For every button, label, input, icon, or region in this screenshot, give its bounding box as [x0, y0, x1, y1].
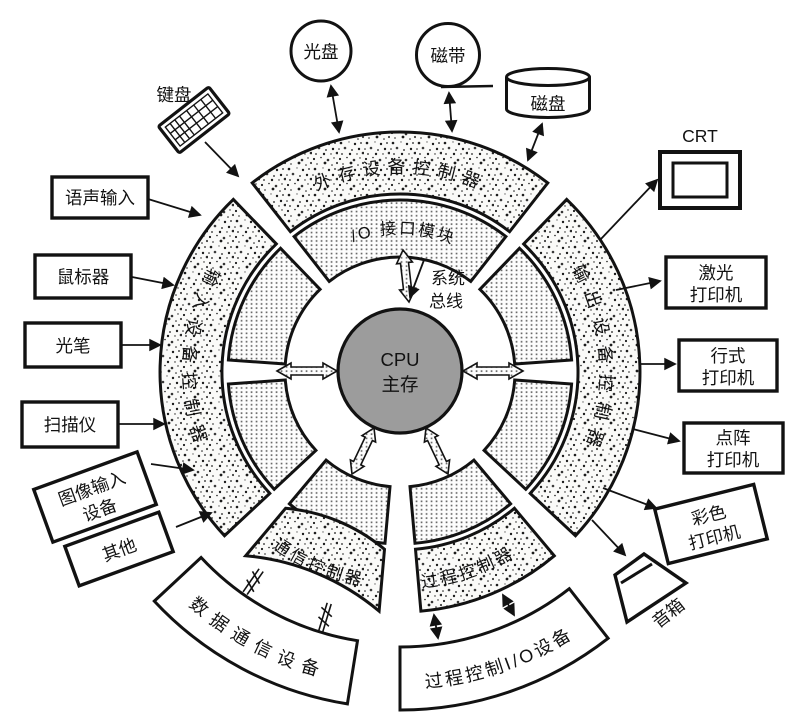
dot-matrix-label-line2: 打印机	[707, 450, 760, 470]
io-interface-ring	[226, 198, 574, 545]
lightpen-box	[23, 321, 123, 369]
mouse-label: 鼠标器	[57, 267, 110, 287]
controller-ring	[158, 130, 642, 615]
optical-disc-icon	[289, 19, 353, 83]
color-printer-arrow	[602, 487, 658, 511]
tape-label: 磁带	[431, 46, 466, 66]
process-io-arrow-right	[502, 593, 515, 617]
image-input-arrow	[150, 462, 195, 475]
io-segment-left-lower	[226, 378, 319, 492]
system-bus-leader-arrow	[407, 259, 425, 299]
disk-device: 磁盘	[505, 67, 591, 119]
comm-line-tick	[317, 616, 330, 627]
voice-input-label: 语声输入	[65, 188, 135, 208]
comm-line-tick	[251, 571, 261, 584]
comm-line	[242, 568, 260, 593]
disk-arrow	[526, 122, 544, 162]
scanner-box	[20, 400, 120, 449]
process-io-band	[398, 586, 611, 712]
output-device-boxes: CRT 激光 打印机 行式 打印机 点阵 打印机 彩色 打印机 音箱	[613, 126, 785, 632]
storage-controller-band	[250, 130, 550, 234]
io-segment-right-lower	[481, 378, 574, 492]
voice-input-box	[50, 175, 150, 220]
comm-controller-band	[242, 506, 387, 615]
speaker-horn-icon	[613, 551, 690, 625]
connection-arrows	[119, 84, 681, 640]
output-controller-band	[521, 197, 642, 538]
tape-line	[440, 84, 494, 89]
process-controller-band	[413, 506, 557, 613]
input-controller-band	[158, 197, 279, 538]
comm-lines	[242, 568, 333, 633]
mouse-arrow	[131, 276, 175, 290]
crt-monitor-icon	[658, 150, 742, 210]
cd-arrow	[326, 84, 344, 134]
speaker-horn-divider	[620, 562, 653, 585]
keyboard-arrow	[204, 141, 240, 178]
disk-cylinder-top	[505, 67, 591, 87]
cpu-main-memory-circle	[336, 307, 464, 435]
process-io-arrow-left	[429, 613, 443, 640]
other-arrow	[175, 511, 213, 528]
tape-arrow	[443, 91, 458, 133]
disk-label: 磁盘	[531, 94, 566, 114]
keyboard-icon	[157, 86, 231, 154]
mouse-box	[33, 253, 133, 300]
cpu-label: CPU	[380, 349, 419, 370]
other-box: 其他	[62, 509, 176, 589]
optical-disc-label: 光盘	[304, 42, 339, 62]
comm-line-tick	[246, 579, 255, 593]
disk-cylinder-body	[505, 77, 591, 119]
line-printer-label-line1: 行式	[711, 346, 746, 366]
bus-arrow-bottom-right	[423, 426, 451, 476]
dot-matrix-printer-box	[682, 421, 785, 475]
datacomm-band	[152, 555, 360, 706]
color-printer-box: 彩色 打印机	[652, 482, 770, 566]
optical-disc-device: 光盘	[289, 19, 353, 83]
laser-arrow	[615, 276, 662, 291]
speaker-arrow	[591, 519, 627, 557]
dot-matrix-label-line1: 点阵	[716, 428, 751, 448]
io-segment-process	[408, 457, 513, 545]
voice-arrow	[147, 198, 202, 218]
line-printer-label-line2: 打印机	[702, 368, 755, 388]
crt-label: CRT	[682, 126, 718, 146]
keyboard-label: 键盘	[157, 85, 192, 105]
io-segment-top	[291, 198, 509, 284]
comm-line	[246, 571, 264, 596]
laser-printer-label-line1: 激光	[699, 263, 734, 283]
lightpen-label: 光笔	[56, 336, 91, 356]
bus-arrow-bottom-left	[349, 426, 377, 476]
io-segment-left-upper	[226, 246, 323, 366]
tape-device: 磁带	[415, 22, 494, 89]
comm-line-tick	[320, 606, 333, 618]
comm-line	[317, 602, 328, 632]
system-bus-label-line2: 总线	[429, 292, 463, 311]
input-device-boxes: 语声输入 鼠标器 光笔 扫描仪 图像输入 设备 其他	[20, 175, 176, 589]
laser-printer-box	[664, 255, 768, 310]
scanner-label: 扫描仪	[44, 415, 97, 435]
line-printer-box	[677, 338, 779, 393]
io-segment-right-upper	[477, 246, 574, 366]
keyboard-device: 键盘	[157, 85, 231, 154]
dot-matrix-arrow	[632, 428, 681, 445]
laser-printer-label-line2: 打印机	[690, 285, 743, 305]
comm-line	[321, 603, 332, 633]
system-bus-label-line1: 系统	[431, 269, 465, 288]
crt-arrow	[599, 178, 659, 241]
main-memory-label: 主存	[381, 374, 418, 395]
